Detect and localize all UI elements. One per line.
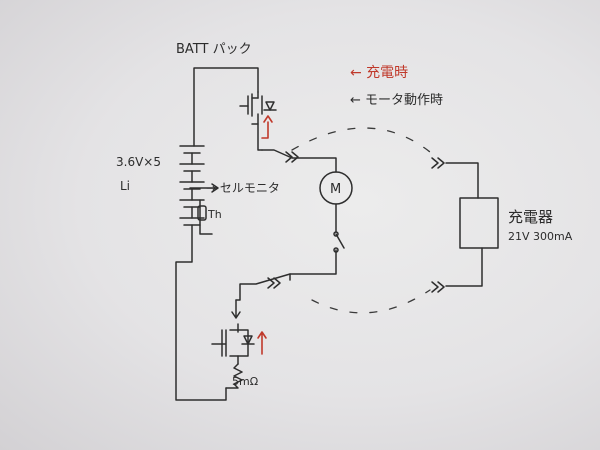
motor-label: M	[330, 182, 341, 197]
double-chevron-charger-bottom	[431, 281, 445, 293]
charge-legend: ← 充電時	[350, 65, 408, 81]
charge-current-arrow-top	[261, 115, 273, 139]
shunt-label: 5mΩ	[232, 375, 258, 388]
motor-current-arrow-low	[231, 299, 241, 319]
thermistor	[197, 199, 213, 235]
batt-pack-label: BATT パック	[176, 42, 252, 57]
motor-legend: ← モータ動作時	[350, 93, 443, 108]
shunt-resistor	[225, 363, 243, 389]
charger-link-bottom	[311, 289, 431, 314]
cell-monitor-arrow	[189, 183, 219, 193]
high-side-mosfet	[239, 91, 277, 151]
motor-switch	[289, 231, 345, 281]
battery-stack	[175, 145, 227, 401]
charger-spec-label: 21V 300mA	[508, 230, 573, 243]
low-side-mosfet	[211, 323, 255, 365]
charger-label: 充電器	[508, 208, 553, 226]
double-chevron-mid	[267, 277, 281, 289]
top-wire	[193, 67, 259, 147]
chemistry-label: Li	[120, 179, 130, 193]
double-chevron-charger-top	[431, 157, 445, 169]
motor	[319, 171, 353, 233]
thermistor-label: Th	[207, 208, 222, 221]
cell-monitor-label: → セルモニタ	[206, 181, 280, 195]
charge-current-arrow-low	[257, 331, 267, 355]
motor-supply-wire	[261, 149, 337, 173]
low-side-wire	[235, 273, 291, 301]
cells-label: 3.6V×5	[116, 155, 161, 169]
double-chevron-top	[285, 151, 299, 163]
charger	[445, 162, 499, 287]
charger-link-top	[291, 127, 431, 153]
